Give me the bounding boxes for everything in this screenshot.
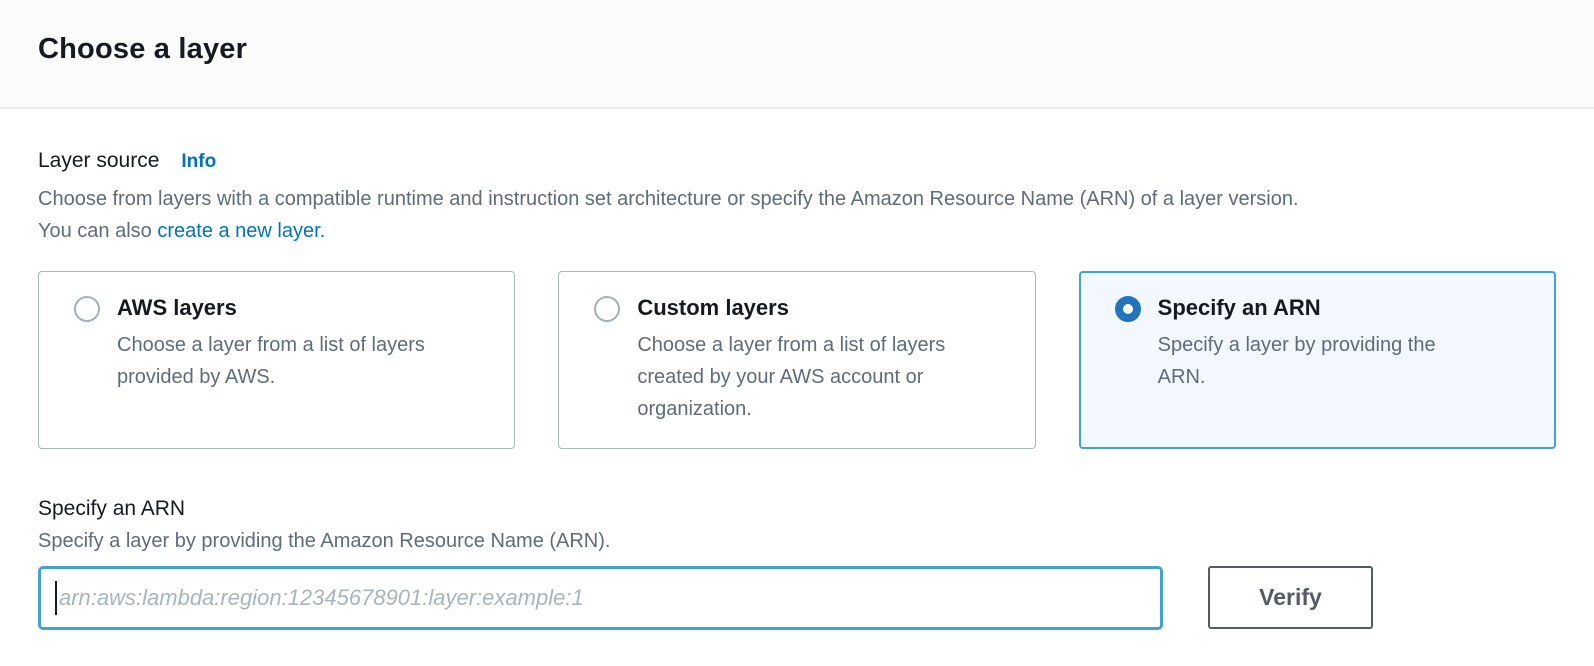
dialog-content: Layer source Info Choose from layers wit… xyxy=(0,109,1594,630)
specify-arn-section: Specify an ARN Specify a layer by provid… xyxy=(38,497,1556,630)
specify-arn-label: Specify an ARN xyxy=(38,497,186,520)
radio-icon-aws-layers[interactable] xyxy=(74,296,100,322)
option-description: Specify a layer by providing the ARN. xyxy=(1157,334,1436,388)
option-title: Specify an ARN xyxy=(1157,295,1321,320)
text-caret xyxy=(55,581,57,615)
option-text-aws-layers: AWS layers Choose a layer from a list of… xyxy=(117,292,427,393)
arn-input-wrap xyxy=(38,566,1163,630)
option-text-specify-arn: Specify an ARN Specify a layer by provid… xyxy=(1158,292,1468,393)
info-link[interactable]: Info xyxy=(181,151,217,172)
dialog-header: Choose a layer xyxy=(0,0,1594,109)
verify-button[interactable]: Verify xyxy=(1208,566,1373,629)
option-title: AWS layers xyxy=(117,295,237,320)
create-new-layer-link[interactable]: create a new layer. xyxy=(157,220,326,242)
layer-source-description-text: Choose from layers with a compatible run… xyxy=(38,188,1299,242)
option-card-specify-arn[interactable]: Specify an ARN Specify a layer by provid… xyxy=(1078,271,1556,449)
layer-source-label: Layer source xyxy=(38,149,160,172)
option-card-custom-layers[interactable]: Custom layers Choose a layer from a list… xyxy=(558,271,1036,449)
option-card-aws-layers[interactable]: AWS layers Choose a layer from a list of… xyxy=(38,271,516,449)
layer-source-description: Choose from layers with a compatible run… xyxy=(38,183,1328,247)
option-title: Custom layers xyxy=(637,295,789,320)
page-title: Choose a layer xyxy=(38,33,248,65)
option-description: Choose a layer from a list of layers cre… xyxy=(637,334,946,420)
arn-input[interactable] xyxy=(38,566,1163,630)
radio-icon-custom-layers[interactable] xyxy=(594,296,621,322)
layer-source-label-row: Layer source Info xyxy=(38,149,1556,173)
specify-arn-description: Specify a layer by providing the Amazon … xyxy=(38,530,611,552)
layer-source-options: AWS layers Choose a layer from a list of… xyxy=(38,271,1556,449)
option-description: Choose a layer from a list of layers pro… xyxy=(117,334,425,388)
arn-input-row: Verify xyxy=(38,566,1556,630)
radio-icon-specify-arn[interactable] xyxy=(1114,296,1141,322)
option-text-custom-layers: Custom layers Choose a layer from a list… xyxy=(637,292,947,425)
